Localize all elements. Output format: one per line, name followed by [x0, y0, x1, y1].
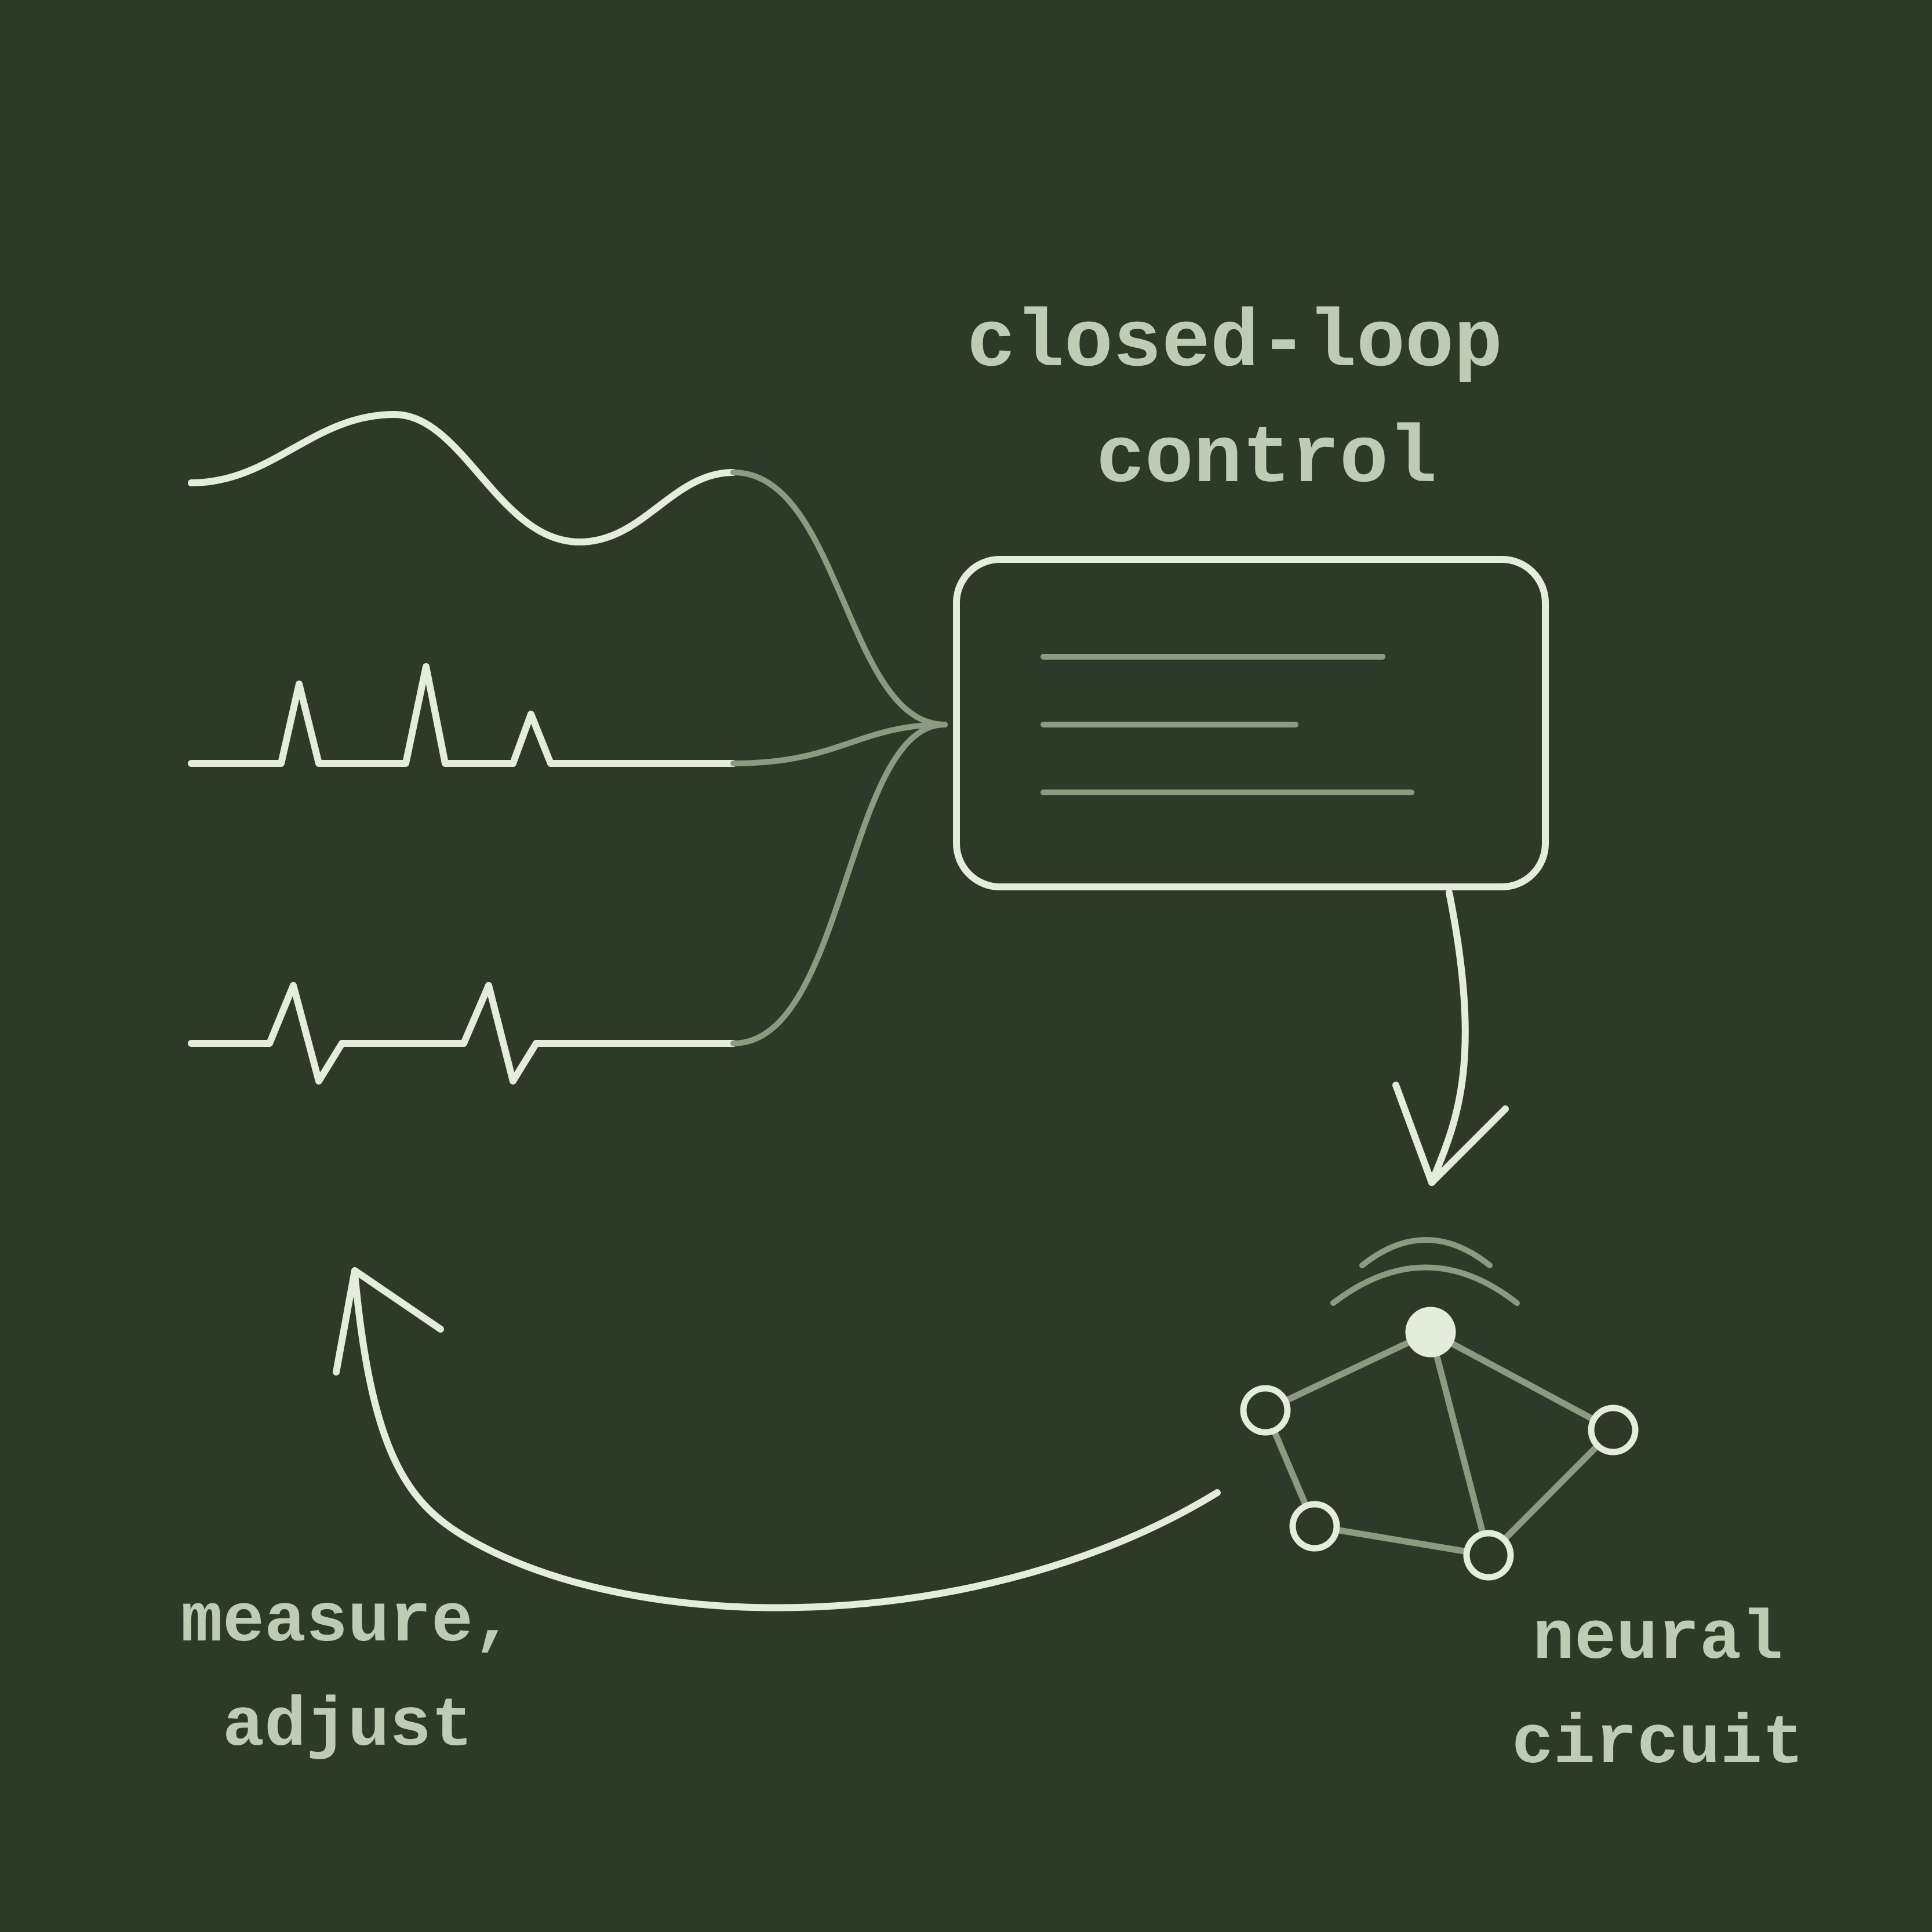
left-label-line-1: measure,	[181, 1583, 515, 1662]
neuron-node	[1588, 1405, 1639, 1456]
neuron-node-stimulated	[1405, 1307, 1456, 1358]
right-label-line-2: circuit	[1512, 1705, 1804, 1784]
neuron-node	[1240, 1385, 1291, 1436]
stimulation-arc-inner	[1359, 1237, 1493, 1268]
down-arrow-shaft	[1428, 889, 1469, 1186]
neuron-node	[1463, 1530, 1514, 1581]
left-label-line-2: adjust	[223, 1687, 473, 1766]
stimulation-arc-outer	[1330, 1264, 1520, 1306]
smooth-wave-signal	[188, 411, 737, 545]
connector-line-middle	[730, 722, 948, 766]
right-label-line-1: neural	[1533, 1600, 1783, 1679]
down-arrow-head	[1392, 1082, 1509, 1186]
feedback-arrow-head	[333, 1267, 444, 1376]
biphasic-spike-signal	[188, 982, 737, 1085]
connector-line-bottom	[730, 722, 948, 1046]
connector-line-top	[730, 470, 948, 727]
neural-network-graph	[1240, 1307, 1639, 1581]
title-line-2: control	[1096, 414, 1437, 506]
neuron-node	[1289, 1501, 1340, 1552]
feedback-arrow-shaft	[351, 1270, 1221, 1611]
spike-train-signal	[188, 663, 737, 767]
controller-box	[953, 556, 1549, 890]
title-line-1: closed-loop	[967, 298, 1502, 390]
